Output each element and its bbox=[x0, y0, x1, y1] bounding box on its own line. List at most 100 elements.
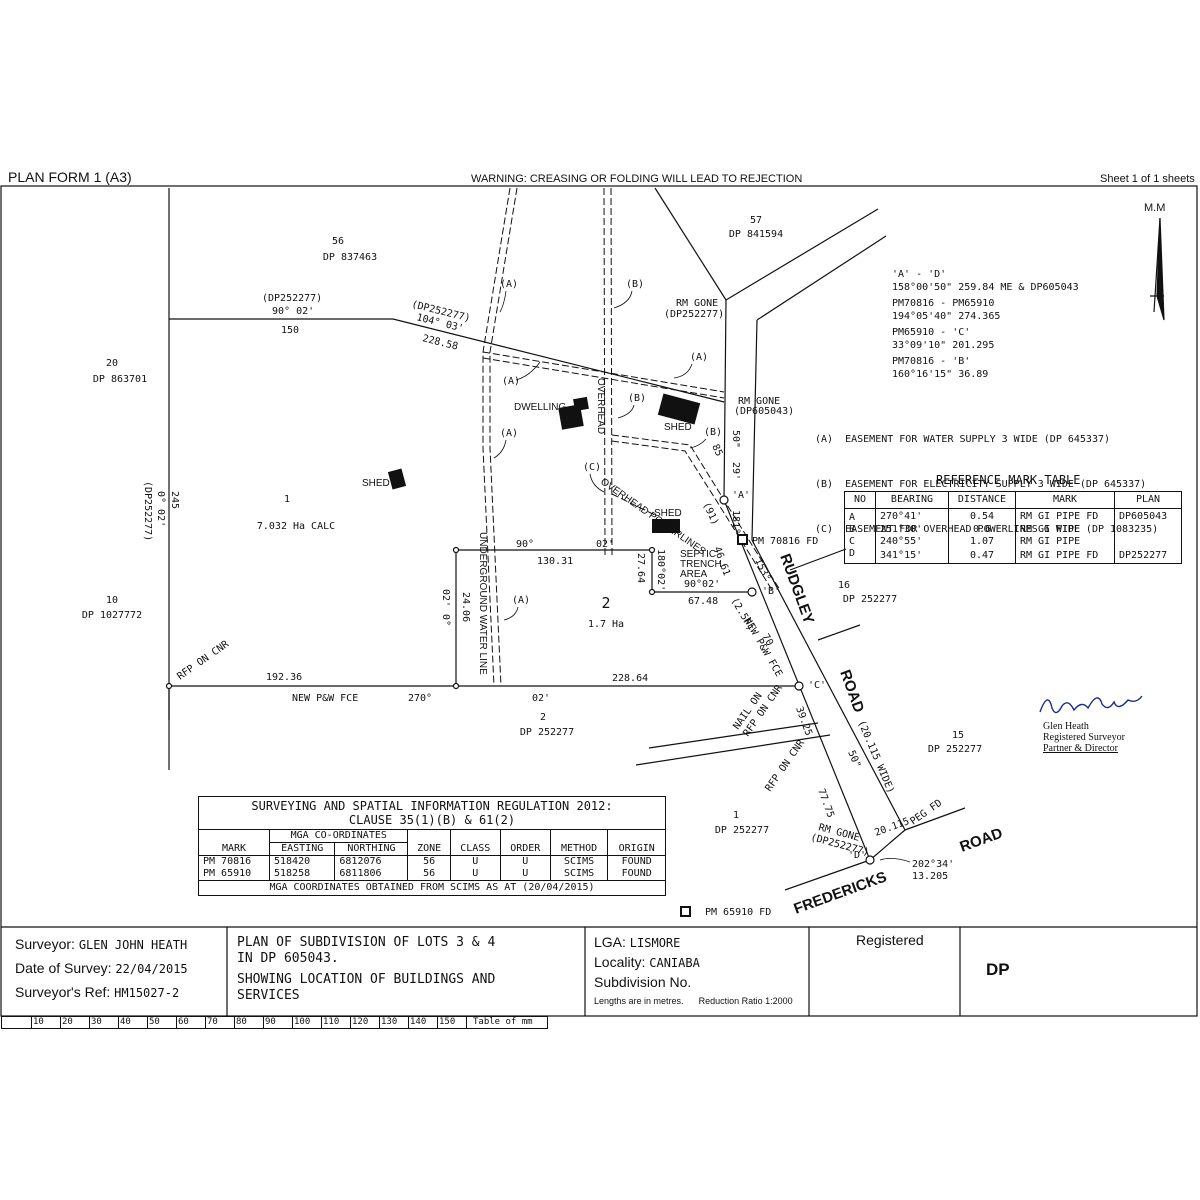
ref-col-distance: DISTANCE bbox=[948, 491, 1016, 509]
corner-sw-marker bbox=[165, 682, 173, 690]
reg-row-1-mark: PM 70816 bbox=[199, 855, 270, 868]
south-east-length: 228.64 bbox=[612, 673, 648, 684]
survey-date: 22/04/2015 bbox=[115, 962, 188, 976]
scale-tick-60: 60 bbox=[177, 1017, 206, 1028]
rm-gone-1: RM GONE bbox=[676, 298, 718, 309]
plan-title: PLAN OF SUBDIVISION OF LOTS 3 & 4 IN DP … bbox=[237, 935, 495, 1004]
lot-1b-dp: DP 252277 bbox=[715, 825, 769, 836]
leader-b-2 bbox=[617, 404, 635, 419]
road-width-label: (20.115 WIDE) bbox=[855, 719, 896, 795]
ref-row-a-no: A bbox=[844, 508, 876, 524]
lot-2b-dp: DP 252277 bbox=[520, 727, 574, 738]
reg-row-1-class: U bbox=[450, 855, 501, 868]
lot-2-se-length: 67.48 bbox=[688, 596, 718, 607]
reg-col-origin: ORIGIN bbox=[618, 842, 655, 854]
bearing-note-4-value: 160°16'15" 36.89 bbox=[892, 369, 989, 380]
bearing-note-3-value: 33°09'10" 201.295 bbox=[892, 340, 995, 351]
registered-label: Registered bbox=[856, 932, 924, 948]
sheet-border bbox=[0, 185, 1198, 1017]
reg-row-2-class: U bbox=[450, 868, 501, 881]
tag-a-1: (A) bbox=[500, 279, 518, 290]
lot-2-north-bearing-min: 02' bbox=[596, 539, 614, 550]
pm-65910-marker bbox=[680, 906, 691, 917]
reg-col-northing: NORTHING bbox=[334, 842, 409, 856]
easement-b: (B) EASEMENT FOR ELECTRICITY SUPPLY 3 WI… bbox=[815, 479, 1147, 490]
bearing-note-1-value: 158°00'50" 259.84 ME & DP605043 bbox=[892, 282, 1079, 293]
regulation-title-2: CLAUSE 35(1)(B) & 61(2) bbox=[348, 813, 516, 827]
electricity-easement-line-b bbox=[610, 187, 613, 556]
scale-tick-30: 30 bbox=[90, 1017, 119, 1028]
surveyor-label: Surveyor: bbox=[15, 936, 75, 952]
scale-caption: Table of mm bbox=[473, 1017, 533, 1027]
location-block: LGA: LISMORE Locality: CANIABA Subdivisi… bbox=[594, 933, 793, 1010]
scale-tick-10: 10 bbox=[32, 1017, 61, 1028]
ref-row-a-bearing: 270°41' bbox=[875, 508, 949, 524]
ref-col-bearing: BEARING bbox=[875, 491, 949, 509]
lot-1-area: 7.032 Ha CALC bbox=[257, 521, 335, 532]
tag-b-1: (B) bbox=[626, 279, 644, 290]
peg-fd-label: PEG FD bbox=[908, 798, 944, 828]
ref-row-b-distance: 0.6 bbox=[948, 524, 1016, 536]
c-length: 39.25 bbox=[793, 705, 814, 737]
water-easement-line-b bbox=[489, 187, 518, 687]
locality-label: Locality: bbox=[594, 954, 646, 970]
water-easement-line-a bbox=[482, 187, 511, 687]
reg-row-1-method: SCIMS bbox=[550, 855, 609, 868]
point-b-marker bbox=[747, 587, 757, 597]
rfp-on-cnr-west: RFP ON CNR bbox=[175, 638, 231, 682]
leader-a-5 bbox=[503, 606, 519, 621]
road-bearing-label: 50" bbox=[845, 749, 862, 770]
bearing-note-2-title: PM70816 - PM65910 bbox=[892, 298, 995, 309]
fredericks-road-label: FREDERICKS bbox=[792, 868, 889, 917]
scale-tick-40: 40 bbox=[119, 1017, 148, 1028]
regulation-title: SURVEYING AND SPATIAL INFORMATION REGULA… bbox=[199, 797, 665, 830]
dwelling-label: DWELLING bbox=[514, 402, 566, 413]
rfp-on-cnr-east: RFP ON CNR bbox=[763, 737, 807, 793]
lot-16-boundary bbox=[789, 548, 847, 571]
septic-label-1: SEPTIC bbox=[680, 549, 716, 560]
lot-56-dp: DP 837463 bbox=[323, 252, 377, 263]
ref-row-c-mark: RM GI PIPE bbox=[1015, 536, 1115, 548]
leader-b-1 bbox=[613, 290, 633, 309]
powerline-easement-a bbox=[611, 434, 781, 591]
point-a-marker bbox=[719, 495, 729, 505]
bearing-note-4-title: PM70816 - 'B' bbox=[892, 356, 971, 367]
scale-tick-100: 100 bbox=[293, 1017, 322, 1028]
reg-row-2-method: SCIMS bbox=[550, 868, 609, 881]
shed-west-label: SHED bbox=[362, 478, 390, 489]
lot-57-dp: DP 841594 bbox=[729, 229, 783, 240]
corner-lot2-sw-marker bbox=[452, 682, 460, 690]
sheet-count: Sheet 1 of 1 sheets bbox=[1100, 173, 1195, 185]
road-east-edge-mid bbox=[751, 319, 758, 541]
plan-title-line-2: IN DP 605043. bbox=[237, 951, 339, 966]
north-boundary-length: 150 bbox=[281, 325, 299, 336]
south-bearing-min: 02' bbox=[532, 693, 550, 704]
leader-a-2 bbox=[673, 363, 693, 379]
overhead-powerlines-label: OVERHEAD POWERLINES bbox=[598, 476, 707, 557]
lot-15-dp: DP 252277 bbox=[928, 744, 982, 755]
road-corner-length: 20.115 bbox=[873, 816, 911, 839]
ref-row-d-mark: RM GI PIPE FD bbox=[1015, 548, 1115, 564]
lot-2-east-length: 27.64 bbox=[635, 553, 646, 583]
surveyor-name: GLEN JOHN HEATH bbox=[78, 938, 188, 952]
warning-text: WARNING: CREASING OR FOLDING WILL LEAD T… bbox=[471, 173, 803, 185]
lot-57-boundary bbox=[654, 187, 727, 301]
bearing-notes: 'A' - 'D' 158°00'50" 259.84 ME & DP60504… bbox=[892, 268, 1079, 381]
a-offset: (91) bbox=[700, 501, 720, 527]
south-bearing: 270° bbox=[408, 693, 432, 704]
tag-b-3: (B) bbox=[704, 427, 722, 438]
signature-name: Glen Heath bbox=[1043, 721, 1089, 732]
surveyor-block: Surveyor: GLEN JOHN HEATH Date of Survey… bbox=[15, 933, 188, 1005]
lot-20-dp: DP 863701 bbox=[93, 374, 147, 385]
lot-56-number: 56 bbox=[332, 236, 344, 247]
surveyor-ref: HM15027-2 bbox=[114, 986, 180, 1000]
south-west-length: 192.36 bbox=[266, 672, 302, 683]
ref-row-b-plan bbox=[1115, 524, 1182, 536]
tag-a-3: (A) bbox=[502, 376, 520, 387]
leader-a-3 bbox=[515, 361, 541, 381]
reg-col-class: CLASS bbox=[450, 842, 501, 856]
scale-tick-150: 150 bbox=[438, 1017, 467, 1028]
tag-a-2: (A) bbox=[690, 352, 708, 363]
